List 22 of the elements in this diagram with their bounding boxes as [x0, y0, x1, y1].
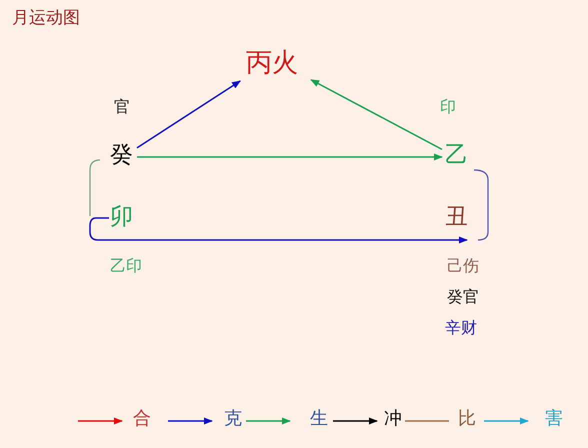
annotation-text: 印: [440, 99, 456, 115]
stem-branch-text: 丑: [445, 206, 468, 229]
annotation-text: 乙印: [110, 258, 142, 274]
annotation-text: 辛财: [445, 320, 477, 336]
arrow: [310, 79, 442, 150]
legend-text: 克: [224, 409, 242, 429]
legend-text: 合: [133, 409, 151, 429]
diagram-title: 月运动图: [12, 7, 80, 29]
annotation-text: 官: [114, 99, 130, 115]
stem-branch-text: 丙火: [246, 50, 298, 76]
stem-branch-text: 卯: [110, 206, 133, 229]
annotation-text: 癸官: [447, 289, 479, 305]
stem-branch-text: 乙: [445, 144, 468, 167]
arrow: [89, 217, 468, 244]
legend-text: 比: [458, 409, 476, 429]
legend-text: 生: [310, 409, 328, 429]
legend-text: 害: [545, 409, 563, 429]
arrow: [136, 80, 241, 148]
annotation-text: 己伤: [447, 258, 479, 274]
stem-branch-text: 癸: [110, 144, 133, 167]
arrow: [137, 153, 443, 161]
legend-text: 冲: [384, 409, 402, 429]
